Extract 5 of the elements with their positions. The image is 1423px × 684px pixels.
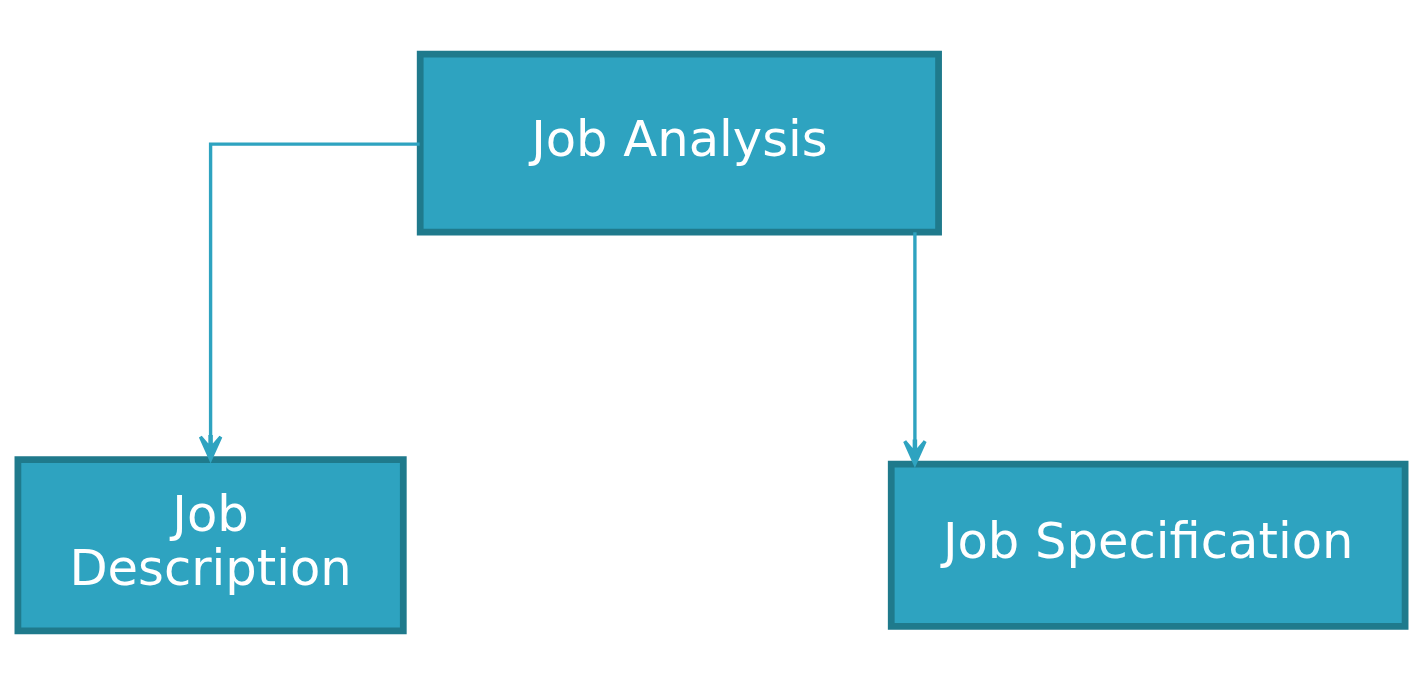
node-box: Job Description — [14, 455, 407, 634]
node-box: Job Specification — [887, 460, 1409, 630]
node-box: Job Analysis — [416, 50, 942, 235]
arrow — [198, 142, 420, 461]
arrow — [903, 231, 927, 465]
